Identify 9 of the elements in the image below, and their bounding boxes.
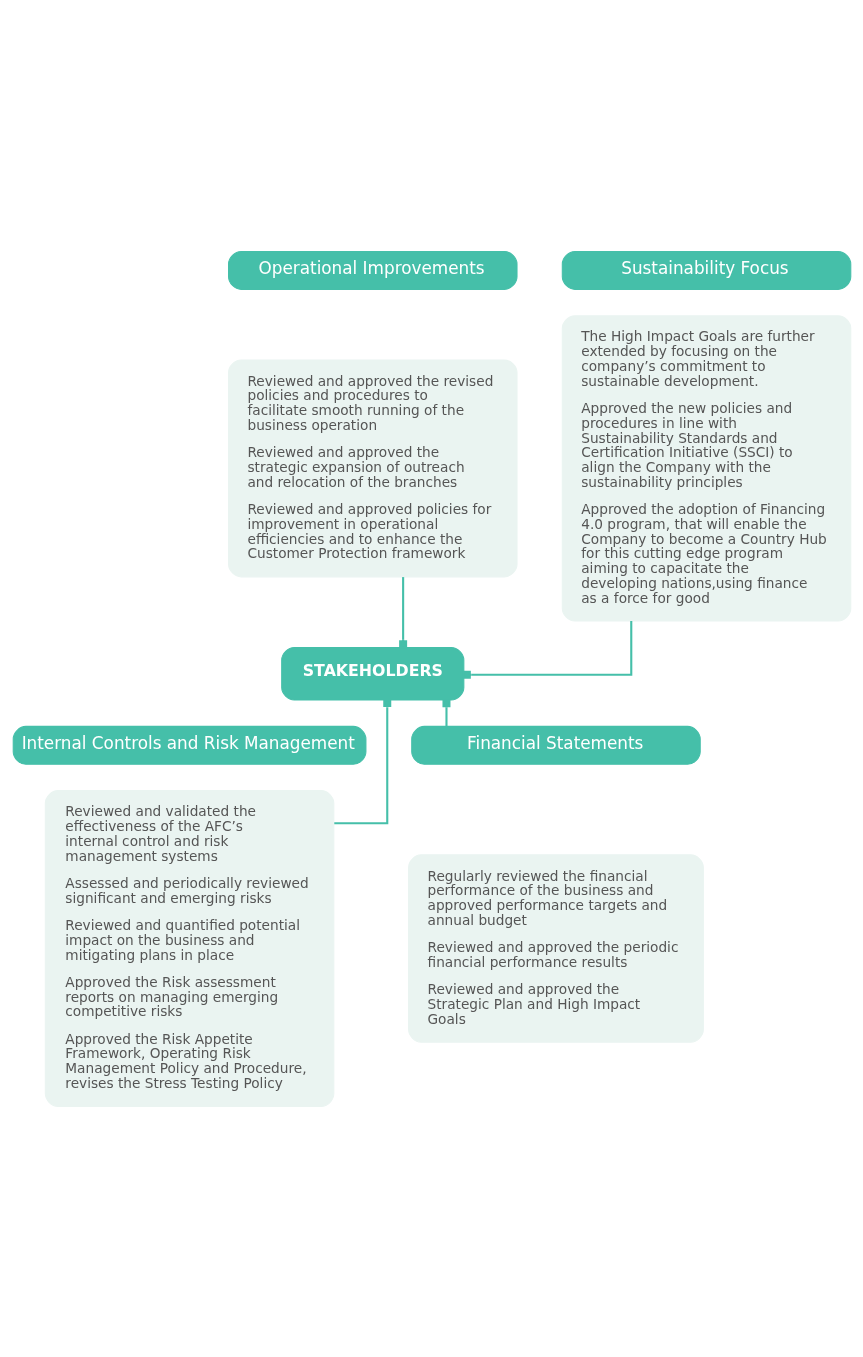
connector (441, 698, 450, 726)
node-box: Financial Statements (410, 725, 701, 765)
node-box: Internal Controls and Risk Management (12, 725, 366, 765)
node-box: Reviewed and approved the revised policies and procedures to facilitate smooth running of the business operation Reviewed and approved the strategic expansion of outreach and relocation of the branches Reviewed and approved policies for improvement in operational efficiencies and to enhance the Customer Protection framework (227, 358, 518, 577)
node-box: STAKEHOLDERS (280, 646, 464, 701)
node-box: The High Impact Goals are further extended by focusing on the company’s commitment to sustainable development. Approved the new policies and procedures in line with Sustainability Standards and Certification Initiative (SSCI) to align the Company with the sustainability principles Approved the adoption of Financing 4.0 program, that will enable the Company to become a Country Hub for this cutting edge program aiming to capacitate the developing nations,using finance as a force for good (561, 314, 851, 622)
node-box: Reviewed and validated the effectiveness of the AFC’s internal control and risk management systems Assessed and periodically reviewed significant and emerging risks Reviewed and quantified potential impact on the business and mitigating plans in place Approved the Risk assessment reports on managing emerging competitive risks Approved the Risk Appetite Framework, Operating Risk Management Policy and Procedure, revises the Stress Testing Policy (44, 789, 334, 1107)
node-box: Operational Improvements (227, 250, 518, 290)
node-box: Sustainability Focus (561, 250, 851, 290)
